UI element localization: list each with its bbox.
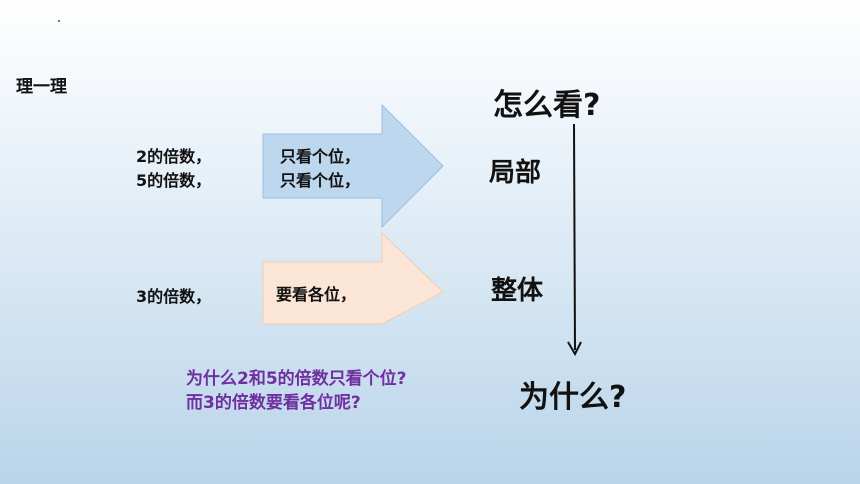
arrow-bottom-icon — [262, 232, 444, 325]
question-line-2: 而3的倍数要看各位呢? — [186, 393, 361, 413]
label-local: 局部 — [489, 158, 542, 188]
label-multiple-of-3: 3的倍数， — [136, 287, 212, 306]
label-whole: 整体 — [491, 276, 544, 306]
question-line-1: 为什么2和5的倍数只看个位? — [186, 369, 407, 389]
page-title: 理一理 — [16, 77, 67, 97]
arrow-bottom-text: 要看各位， — [276, 285, 357, 304]
heading-how-to-look: 怎么看? — [493, 88, 601, 123]
label-multiple-of-2: 2的倍数， — [136, 147, 212, 166]
label-multiple-of-5: 5的倍数， — [136, 171, 212, 190]
heading-why: 为什么? — [519, 380, 627, 415]
down-arrow-icon — [567, 124, 582, 357]
arrow-top-text-2: 只看个位， — [280, 171, 361, 190]
arrow-top-icon — [262, 104, 444, 228]
decorative-dot — [58, 20, 60, 22]
arrow-top-text-1: 只看个位， — [280, 147, 361, 166]
